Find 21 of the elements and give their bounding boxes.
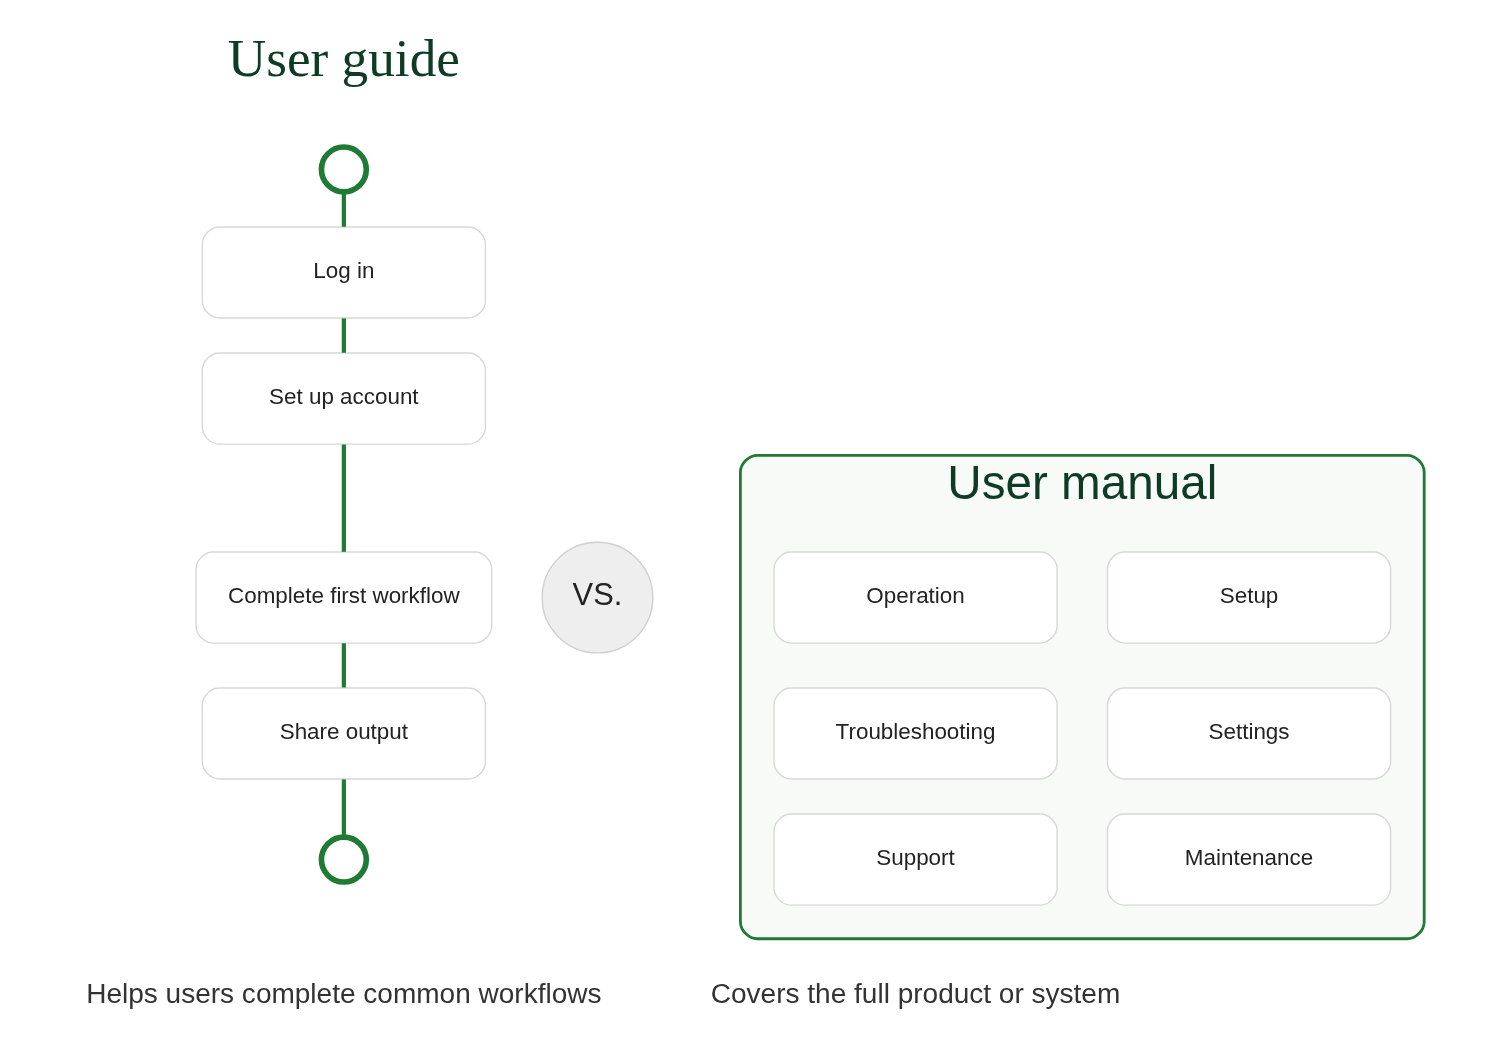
connector xyxy=(341,318,346,353)
node-box: Set up account xyxy=(201,352,486,445)
node-circle xyxy=(318,834,369,885)
label: User guide xyxy=(227,29,460,89)
node-box: Operation xyxy=(772,551,1058,644)
node-box: Complete first workflow xyxy=(194,551,492,644)
node-box: Settings xyxy=(1106,687,1391,780)
label: Covers the full product or system xyxy=(710,977,1120,1009)
connector xyxy=(341,444,346,552)
node-box: Share output xyxy=(201,687,486,780)
connector xyxy=(341,643,346,688)
node-circle xyxy=(318,144,369,195)
node-box: Setup xyxy=(1106,551,1391,644)
node-box: Log in xyxy=(201,226,486,319)
node-box: Support xyxy=(772,813,1058,906)
label: Helps users complete common workflows xyxy=(85,977,602,1009)
node-box: Maintenance xyxy=(1106,813,1391,906)
connector xyxy=(341,779,346,837)
node-box: Troubleshooting xyxy=(772,687,1058,780)
connector xyxy=(341,192,346,227)
node-circle: VS. xyxy=(540,541,654,654)
